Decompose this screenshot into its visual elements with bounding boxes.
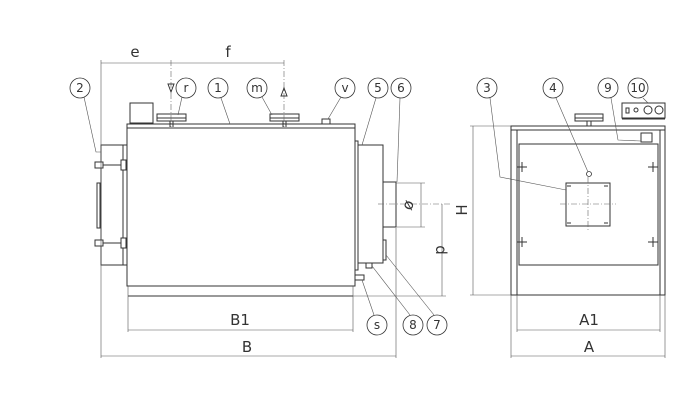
front-callouts: 3 4 9 10 <box>476 77 649 99</box>
switch-box <box>640 132 653 143</box>
flue-outlet <box>382 181 397 228</box>
callout-m: m <box>251 81 263 95</box>
flow-flange <box>269 113 300 127</box>
sight-glass <box>586 171 592 177</box>
front-door <box>100 144 124 266</box>
dim-phi: ø <box>398 198 418 213</box>
dim-A1: A1 <box>579 311 599 329</box>
callout-6: 6 <box>397 81 405 95</box>
control-panel <box>621 102 666 120</box>
dim-e: e <box>130 43 139 61</box>
callout-10: 10 <box>630 81 645 95</box>
leader-lines <box>83 96 435 316</box>
dimension-lines <box>100 60 446 358</box>
drain-fitting <box>354 274 365 281</box>
callout-5: 5 <box>374 81 382 95</box>
plate-bolts <box>517 162 658 247</box>
return-flange <box>156 113 187 127</box>
callout-1: 1 <box>214 81 222 95</box>
callout-r: r <box>184 81 189 95</box>
dim-A: A <box>584 338 595 356</box>
dim-f: f <box>225 43 231 61</box>
boiler-body <box>126 127 356 287</box>
side-view: e f B1 B ø d 2 r 1 m v 5 6 s 8 <box>69 43 450 358</box>
front-leaders <box>489 97 649 191</box>
condensate-drain <box>365 262 373 269</box>
door-bolt <box>94 159 127 249</box>
top-plate <box>126 123 356 129</box>
control-box <box>129 102 154 124</box>
front-dimension-lines <box>470 125 666 358</box>
vent-fitting <box>321 118 331 125</box>
dim-H: H <box>453 204 471 215</box>
inspection-port <box>382 239 387 261</box>
callout-2: 2 <box>76 81 84 95</box>
callout-9: 9 <box>604 81 612 95</box>
callout-v: v <box>341 81 348 95</box>
callout-7: 7 <box>433 318 441 332</box>
door-handle <box>96 182 101 229</box>
callout-8: 8 <box>409 318 417 332</box>
callout-4: 4 <box>549 81 557 95</box>
front-view: H A1 A 3 4 9 10 <box>453 77 666 358</box>
dim-d: d <box>432 245 450 255</box>
dim-B1: B1 <box>230 311 250 329</box>
callout-s: s <box>374 318 380 332</box>
callouts: 2 r 1 m v 5 6 s 8 7 <box>69 77 448 336</box>
top-flange <box>574 113 604 126</box>
callout-3: 3 <box>483 81 491 95</box>
dim-B: B <box>242 338 252 356</box>
